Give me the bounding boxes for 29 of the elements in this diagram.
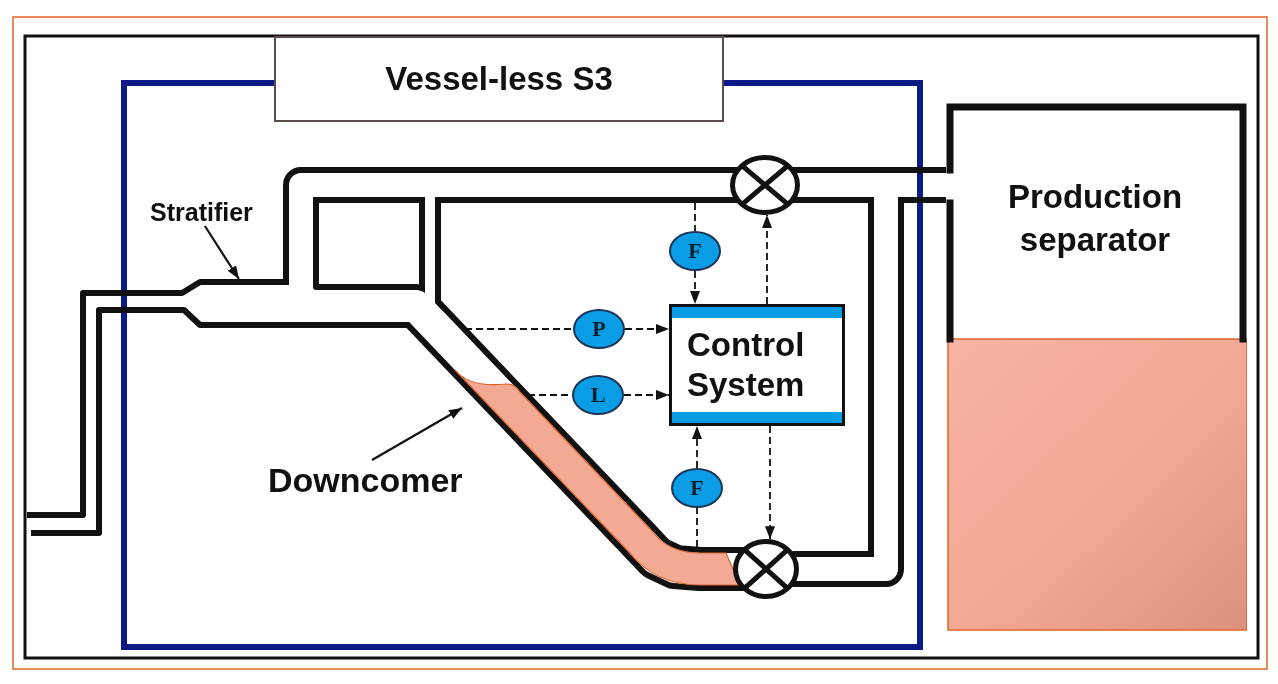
callout-label: Downcomer (268, 460, 472, 500)
leader-arrow (371, 407, 463, 461)
valve-symbol (730, 155, 800, 215)
separator-vessel (946, 103, 1247, 632)
process-label: Control System (687, 325, 806, 405)
signal-arrow (762, 214, 772, 305)
signal-arrow (765, 425, 775, 541)
instrument-letter: F (690, 477, 704, 499)
instrument-letter: P (592, 318, 606, 340)
instrument-letter: F (688, 240, 702, 262)
instrument-bubble (671, 468, 723, 508)
pipe (283, 167, 737, 279)
instrument-bubble (669, 231, 721, 271)
vessel-label: Production separator (1006, 177, 1184, 260)
signal-arrow (692, 425, 702, 469)
signal-line (694, 202, 696, 232)
system-title: Vessel-less S3 (274, 36, 724, 122)
callout-label: Stratifier (150, 198, 262, 226)
instrument-letter: L (590, 384, 606, 406)
signal-arrow (624, 324, 670, 334)
signal-line (696, 507, 698, 548)
process-box (669, 304, 845, 426)
signal-line (464, 328, 574, 330)
instrument-bubble (572, 375, 624, 415)
signal-arrow (690, 270, 700, 305)
signal-arrow (623, 390, 670, 400)
valve-symbol (733, 539, 799, 599)
instrument-bubble (573, 309, 625, 349)
leader-arrow (203, 225, 240, 280)
